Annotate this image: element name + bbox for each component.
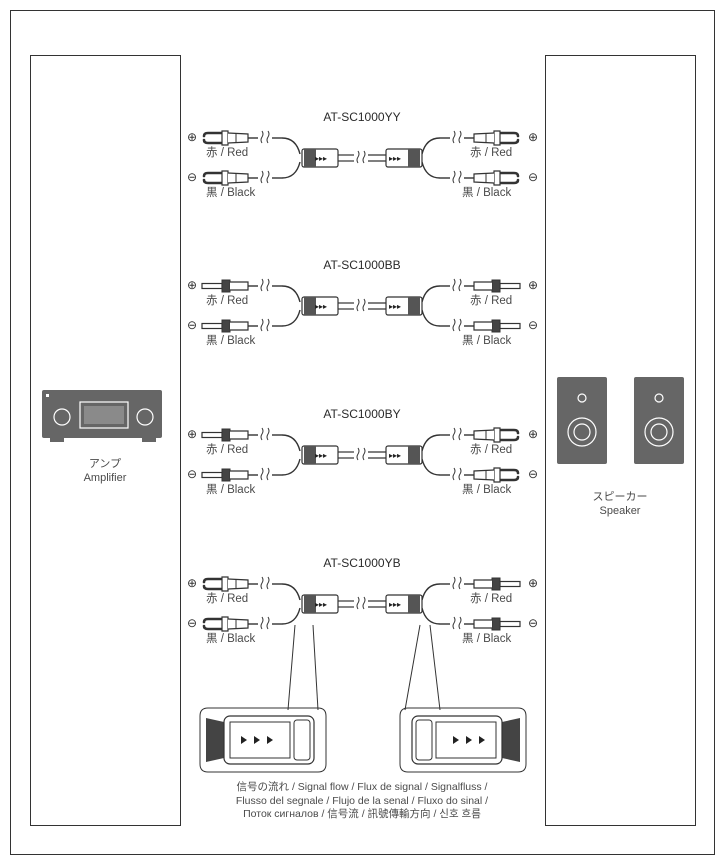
minus-sign-left: ⊖ bbox=[187, 467, 198, 481]
speaker-label: スピーカー Speaker bbox=[570, 490, 670, 518]
speaker-panel bbox=[545, 55, 696, 826]
black-label-left: 黒 / Black bbox=[206, 335, 256, 347]
cable-model-title: AT-SC1000YY bbox=[323, 110, 401, 124]
signal-flow-line-2: Flusso del segnale / Flujo de la senal /… bbox=[235, 794, 489, 807]
minus-sign-right: ⊖ bbox=[528, 170, 539, 184]
plus-sign-left: ⊕ bbox=[187, 278, 198, 292]
minus-sign-right: ⊖ bbox=[528, 318, 539, 332]
cable-diagram-at-sc1000yb: ▸▸▸ ▸▸▸ bbox=[202, 576, 521, 632]
red-label-right: 赤 / Red bbox=[470, 593, 513, 605]
signal-flow-line-3: Поток сигналов / 信号流 / 訊號傳輸方向 / 신호 흐름 bbox=[243, 808, 481, 820]
cable-diagram-at-sc1000by: ▸▸▸ ▸▸▸ bbox=[201, 427, 520, 483]
minus-sign-right: ⊖ bbox=[528, 467, 539, 481]
black-label-right: 黒 / Black bbox=[462, 633, 512, 645]
plus-sign-right: ⊕ bbox=[528, 278, 539, 292]
cable-model-title: AT-SC1000YB bbox=[323, 556, 401, 570]
plus-sign-left: ⊕ bbox=[187, 576, 198, 590]
svg-text:▸▸▸: ▸▸▸ bbox=[315, 600, 327, 609]
red-label-right: 赤 / Red bbox=[470, 444, 513, 456]
minus-sign-left: ⊖ bbox=[187, 170, 198, 184]
red-label-left: 赤 / Red bbox=[206, 444, 249, 456]
red-label-left: 赤 / Red bbox=[206, 147, 249, 159]
amplifier-label: アンプ Amplifier bbox=[55, 457, 155, 485]
minus-sign-right: ⊖ bbox=[528, 616, 539, 630]
plus-sign-right: ⊕ bbox=[528, 427, 539, 441]
black-label-left: 黒 / Black bbox=[206, 484, 256, 496]
red-label-right: 赤 / Red bbox=[470, 147, 513, 159]
black-label-left: 黒 / Black bbox=[206, 187, 256, 199]
signal-flow-line-1: 信号の流れ / Signal flow / Flux de signal / S… bbox=[236, 781, 488, 793]
svg-text:▸▸▸: ▸▸▸ bbox=[389, 451, 401, 460]
zoom-callout-right bbox=[399, 624, 527, 773]
svg-text:▸▸▸: ▸▸▸ bbox=[315, 302, 327, 311]
amplifier-label-jp: アンプ bbox=[88, 458, 122, 470]
svg-text:▸▸▸: ▸▸▸ bbox=[315, 154, 327, 163]
black-label-right: 黒 / Black bbox=[462, 335, 512, 347]
black-label-right: 黒 / Black bbox=[462, 187, 512, 199]
svg-text:▸▸▸: ▸▸▸ bbox=[389, 600, 401, 609]
outer-frame bbox=[10, 10, 715, 855]
minus-sign-left: ⊖ bbox=[187, 616, 198, 630]
black-label-left: 黒 / Black bbox=[206, 633, 256, 645]
signal-flow-caption: 信号の流れ / Signal flow / Flux de signal / S… bbox=[182, 781, 542, 822]
red-label-left: 赤 / Red bbox=[206, 593, 249, 605]
amplifier-panel bbox=[30, 55, 181, 826]
plus-sign-left: ⊕ bbox=[187, 427, 198, 441]
svg-text:▸▸▸: ▸▸▸ bbox=[389, 302, 401, 311]
cable-diagram-at-sc1000yy: ▸▸▸ ▸▸▸ bbox=[202, 130, 520, 186]
plus-sign-right: ⊕ bbox=[528, 576, 539, 590]
cable-model-title: AT-SC1000BY bbox=[323, 407, 401, 421]
svg-text:▸▸▸: ▸▸▸ bbox=[389, 154, 401, 163]
cable-model-title: AT-SC1000BB bbox=[323, 258, 401, 272]
amplifier-icon bbox=[42, 390, 162, 442]
plus-sign-right: ⊕ bbox=[528, 130, 539, 144]
red-label-left: 赤 / Red bbox=[206, 295, 249, 307]
speaker-label-jp: スピーカー bbox=[592, 491, 648, 503]
red-label-right: 赤 / Red bbox=[470, 295, 513, 307]
cable-diagram-at-sc1000bb: ▸▸▸ ▸▸▸ bbox=[201, 278, 521, 333]
plus-sign-left: ⊕ bbox=[187, 130, 198, 144]
speaker-label-en: Speaker bbox=[599, 505, 641, 517]
minus-sign-left: ⊖ bbox=[187, 318, 198, 332]
svg-text:▸▸▸: ▸▸▸ bbox=[315, 451, 327, 460]
amplifier-label-en: Amplifier bbox=[83, 472, 127, 484]
zoom-callout-left bbox=[199, 624, 327, 773]
speaker-icon bbox=[557, 377, 684, 464]
black-label-right: 黒 / Black bbox=[462, 484, 512, 496]
